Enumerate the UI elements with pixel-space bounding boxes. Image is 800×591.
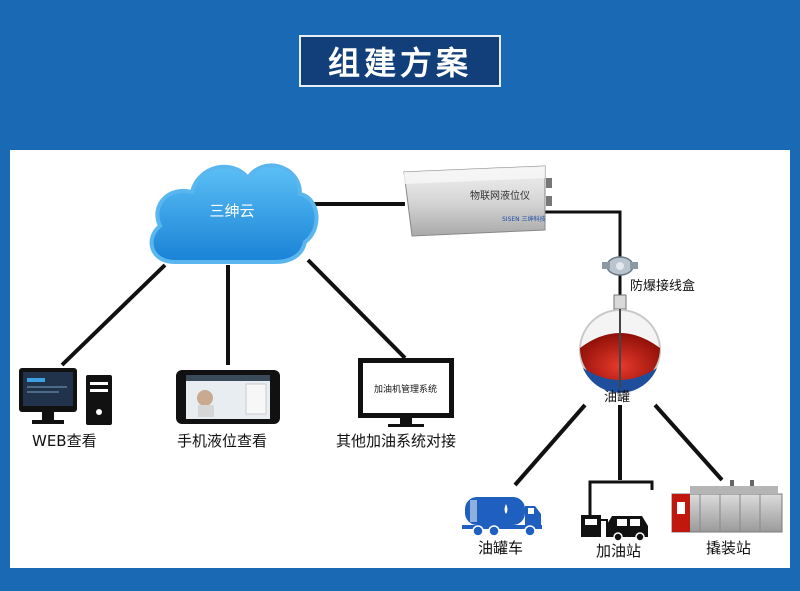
- tanker-truck-icon: 油罐车: [462, 497, 542, 557]
- page-title: 组建方案: [327, 44, 472, 82]
- tanker-truck-label: 油罐车: [478, 539, 523, 557]
- explosion-proof-junction-box: 防爆接线盒: [602, 256, 695, 294]
- gas-station-icon: 加油站: [581, 515, 648, 560]
- tank-label: 油罐: [604, 390, 630, 405]
- device-brand: SISEN 三绅科技: [502, 215, 546, 223]
- monitor-icon: 加油机管理系统 其他加油系统对接: [336, 358, 456, 450]
- cloud-icon: 三绅云: [149, 163, 319, 264]
- gas-station-label: 加油站: [596, 542, 641, 560]
- web-view-label: WEB查看: [32, 432, 97, 450]
- oil-tank-icon: 油罐: [579, 294, 661, 405]
- system-integration-label: 其他加油系统对接: [336, 432, 456, 450]
- monitor-screen-label: 加油机管理系统: [374, 383, 437, 395]
- connection-lines: [60, 202, 724, 515]
- device-label: 物联网液位仪: [470, 189, 530, 202]
- mobile-phone-icon: 手机液位查看: [176, 370, 280, 450]
- title-box: 组建方案: [299, 35, 501, 87]
- bottom-bar: [0, 568, 800, 591]
- skid-station-icon: 撬装站: [671, 480, 783, 557]
- web-computer-icon: WEB查看: [19, 368, 112, 450]
- skid-station-label: 撬装站: [706, 539, 751, 557]
- mobile-view-label: 手机液位查看: [177, 432, 267, 450]
- iot-device: 物联网液位仪 SISEN 三绅科技: [403, 165, 552, 237]
- junction-label: 防爆接线盒: [630, 278, 695, 294]
- cloud-label: 三绅云: [209, 202, 254, 220]
